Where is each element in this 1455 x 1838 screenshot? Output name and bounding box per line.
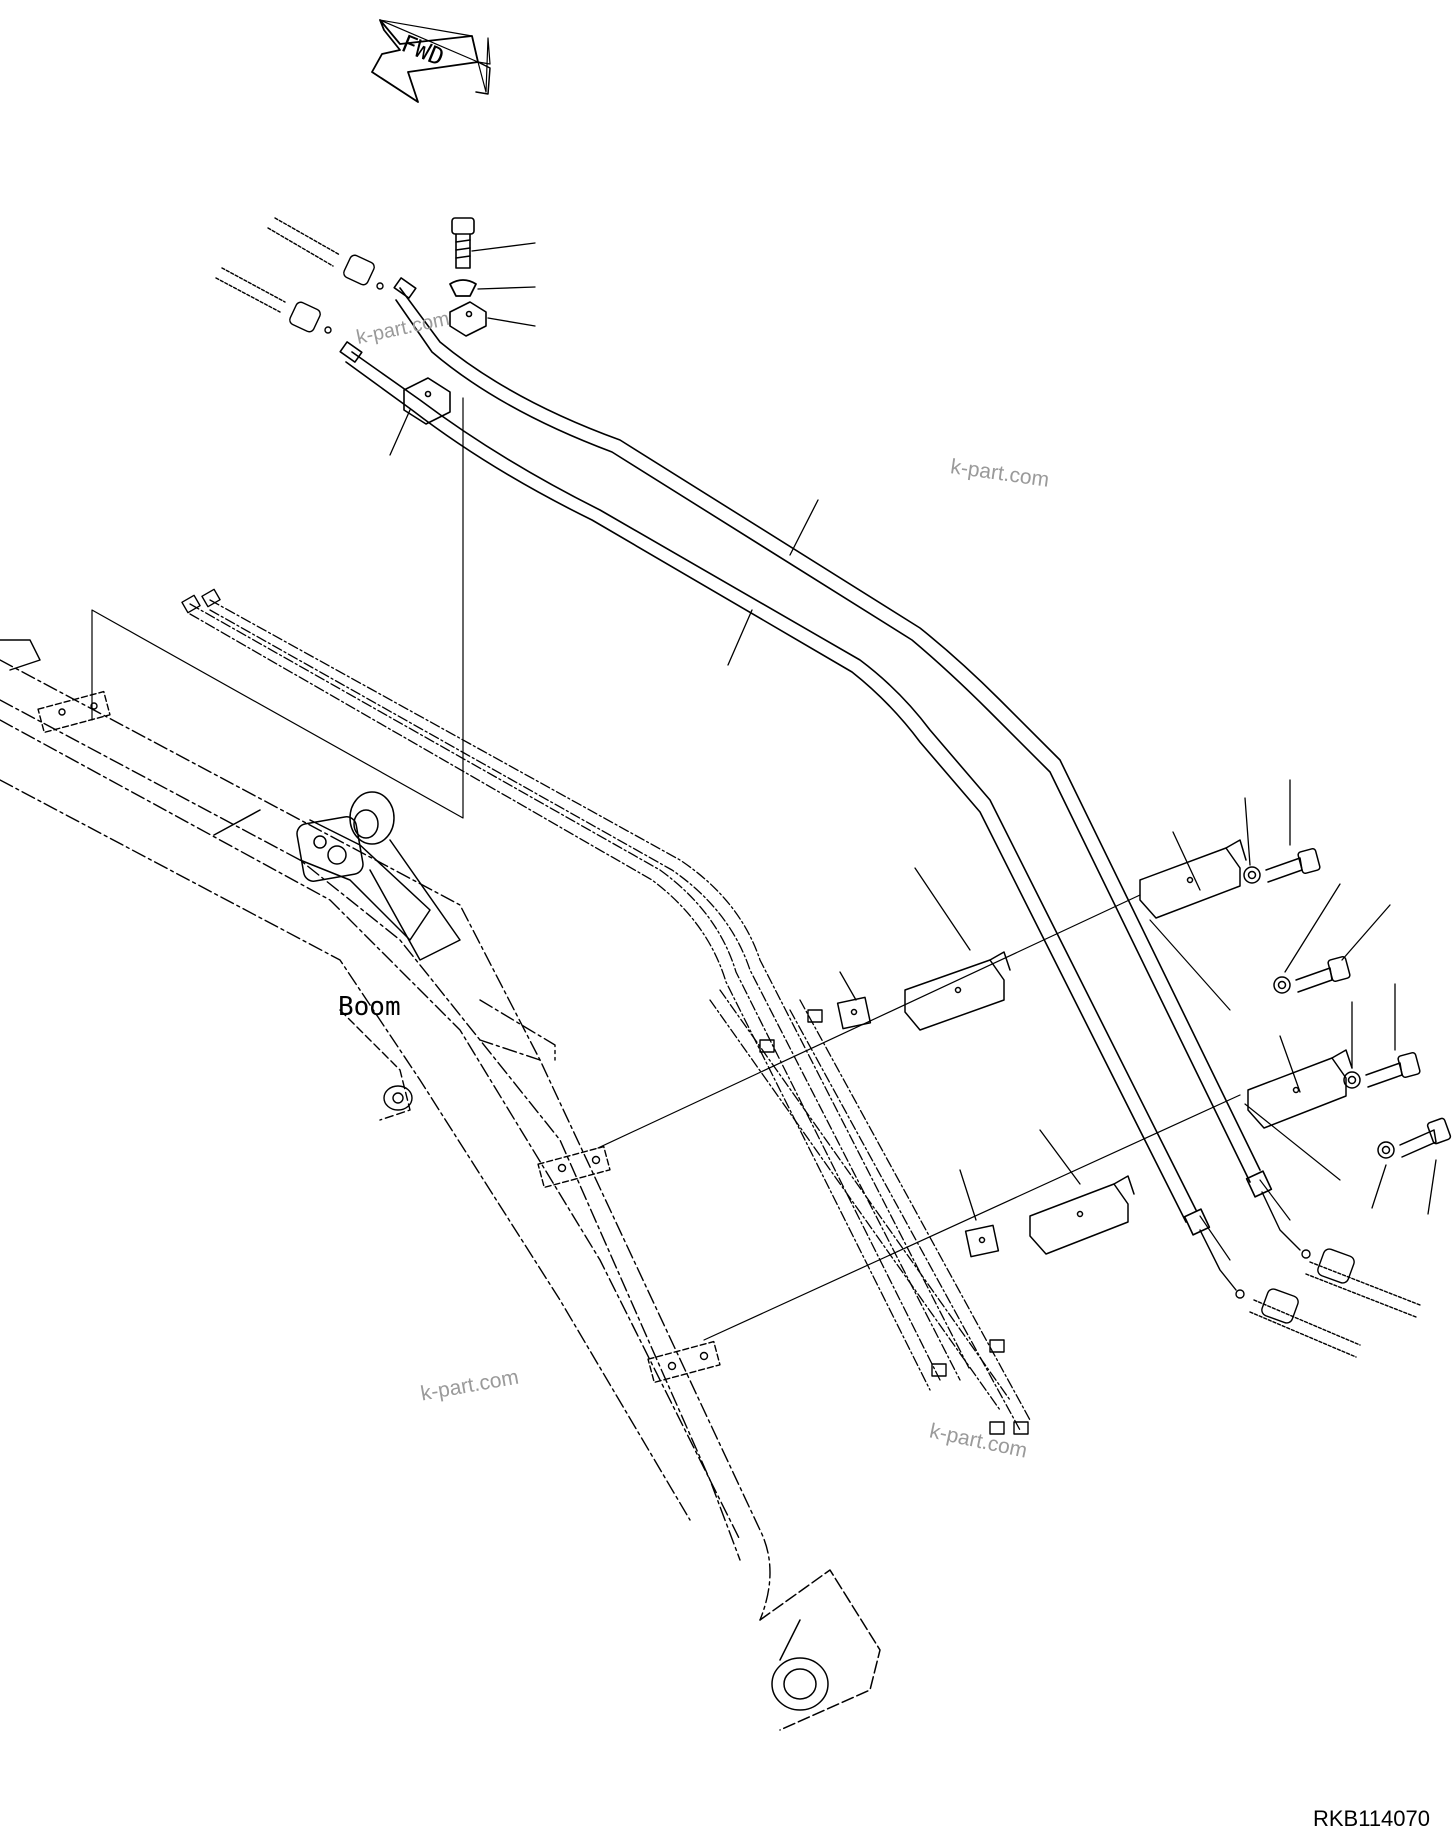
steel-tubes — [339, 277, 1273, 1236]
clamp-set-upper — [836, 839, 1247, 1031]
fwd-label: FWD — [397, 29, 448, 71]
tube-clamp-icon — [403, 377, 451, 425]
watermark-text: k-part.com — [354, 308, 451, 349]
boom-hoses — [189, 599, 1031, 1431]
leader-lines-right — [839, 779, 1437, 1221]
guide-line — [91, 397, 464, 819]
fwd-arrow-icon: FWD — [371, 19, 491, 103]
watermark-text: k-part.com — [949, 455, 1050, 492]
clamp-set-lower — [964, 1049, 1353, 1258]
boom-bracket — [0, 639, 111, 734]
boom-outline — [0, 659, 771, 1621]
hose-fittings — [181, 588, 1029, 1435]
watermark-text: k-part.com — [419, 1366, 521, 1406]
bolt-icon — [451, 217, 475, 269]
boom-side-pin — [339, 1009, 413, 1121]
lower-hoses — [1199, 1191, 1421, 1358]
boom-plates — [537, 1145, 721, 1384]
boom-cylinder-mount — [213, 791, 461, 961]
assembly-lines — [597, 894, 1341, 1341]
clamp-icon — [449, 301, 487, 337]
drawing-code: RKB114070 — [1313, 1806, 1430, 1831]
bolts-right — [1243, 847, 1452, 1159]
washer-icon — [449, 279, 477, 297]
boom-label: Boom — [338, 992, 401, 1022]
leader-lines-top — [471, 242, 536, 327]
upper-hoses — [215, 217, 384, 334]
boom-arm-end — [759, 1569, 881, 1731]
